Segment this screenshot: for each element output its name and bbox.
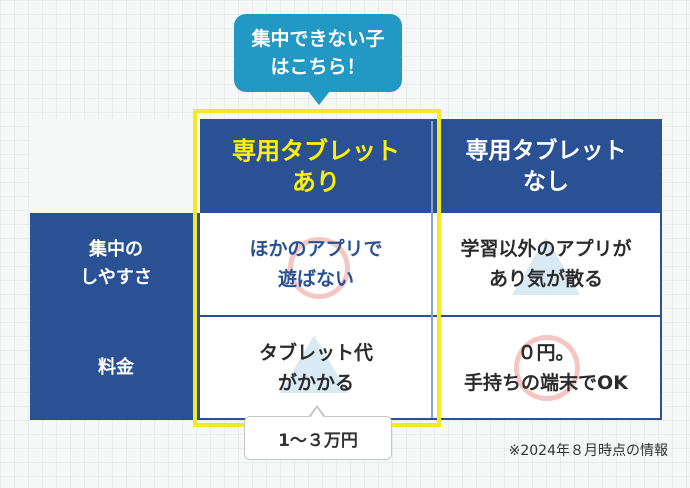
cell-price-with-tablet: タブレット代 がかかる bbox=[200, 317, 432, 418]
column-divider bbox=[431, 121, 433, 418]
callout-tail bbox=[308, 91, 330, 105]
footnote: ※2024年８月時点の情報 bbox=[508, 443, 668, 459]
triangle-mark-icon bbox=[280, 335, 348, 393]
column-header-with-tablet-line-1: 専用タブレット bbox=[232, 137, 400, 165]
cell-price-without-tablet: ０円。 手持ちの端末でOK bbox=[432, 317, 660, 418]
callout-bubble: 集中できない子 はこちら！ bbox=[234, 14, 402, 92]
comparison-table: 専用タブレット あり 専用タブレット なし 集中の しやすさ ほかのアプリで 遊… bbox=[30, 119, 662, 420]
row-header-focus: 集中の しやすさ bbox=[32, 213, 200, 315]
cell-price-without-tablet-line-1: ０円。 bbox=[517, 341, 575, 364]
table-corner bbox=[30, 119, 200, 213]
circle-mark-icon bbox=[514, 335, 580, 401]
triangle-mark-icon bbox=[512, 237, 580, 295]
row-header-focus-line-1: 集中の bbox=[89, 239, 143, 260]
circle-mark-icon bbox=[288, 237, 350, 299]
row-header-price: 料金 bbox=[32, 317, 200, 418]
cell-focus-without-tablet-line-2: あり気が散る bbox=[488, 268, 603, 290]
column-header-without-tablet: 専用タブレット なし bbox=[432, 121, 660, 213]
column-header-with-tablet: 専用タブレット あり bbox=[200, 121, 432, 213]
cell-focus-without-tablet-line-1: 学習以外のアプリが bbox=[460, 238, 632, 260]
column-header-without-tablet-line-1: 専用タブレット bbox=[465, 138, 627, 164]
column-header-with-tablet-line-2: あり bbox=[292, 168, 340, 196]
column-header-without-tablet-line-2: なし bbox=[523, 169, 569, 195]
price-bubble: 1～３万円 bbox=[244, 416, 392, 460]
cell-focus-with-tablet: ほかのアプリで 遊ばない bbox=[200, 213, 432, 315]
callout-line-1: 集中できない子 bbox=[251, 28, 385, 50]
row-header-focus-line-2: しやすさ bbox=[80, 267, 152, 288]
callout-line-2: はこちら！ bbox=[270, 56, 366, 78]
row-divider bbox=[32, 315, 660, 317]
cell-price-with-tablet-line-1: タブレット代 bbox=[258, 341, 373, 364]
cell-focus-with-tablet-line-2: 遊ばない bbox=[277, 268, 354, 290]
cell-price-without-tablet-line-2: 手持ちの端末でOK bbox=[464, 371, 628, 394]
row-header-price-label: 料金 bbox=[98, 356, 134, 378]
cell-focus-without-tablet: 学習以外のアプリが あり気が散る bbox=[432, 213, 660, 315]
price-bubble-tail-inner bbox=[310, 408, 324, 418]
cell-price-with-tablet-line-2: がかかる bbox=[277, 371, 354, 394]
highlight-frame bbox=[193, 109, 441, 427]
cell-focus-with-tablet-line-1: ほかのアプリで bbox=[249, 238, 383, 260]
